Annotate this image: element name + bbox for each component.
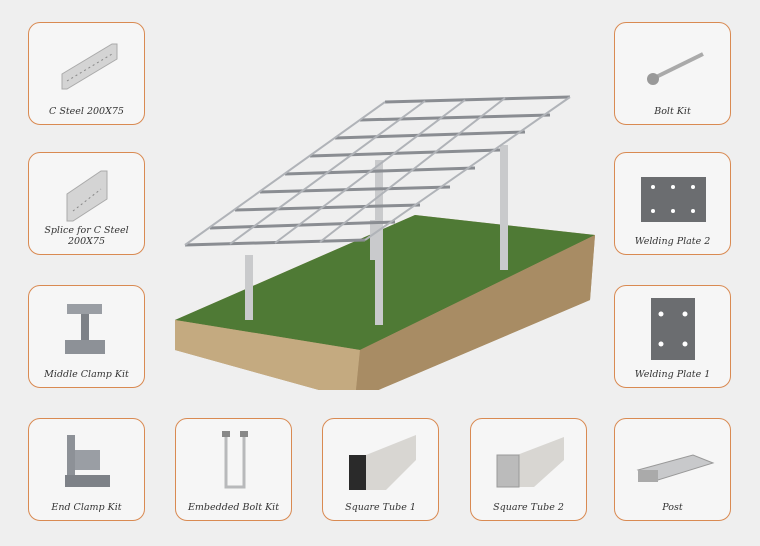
embedded-bolt-icon	[222, 431, 248, 489]
label: Middle Clamp Kit	[44, 369, 129, 380]
panel-purlins	[184, 96, 571, 246]
label: Welding Plate 2	[634, 236, 711, 247]
label: Post	[662, 502, 683, 513]
card-middle-clamp[interactable]: Middle Clamp Kit	[28, 285, 145, 388]
square-tube-2-icon	[496, 437, 564, 488]
label: Welding Plate 1	[634, 369, 711, 380]
ground-base	[175, 215, 595, 390]
label: Splice for C Steel 200X75	[44, 225, 129, 247]
card-end-clamp[interactable]: End Clamp Kit	[28, 418, 145, 521]
card-welding-plate-2[interactable]: Welding Plate 2	[614, 152, 731, 255]
card-square-tube-2[interactable]: Square Tube 2	[470, 418, 587, 521]
label: Embedded Bolt Kit	[187, 502, 280, 513]
label: Bolt Kit	[654, 106, 691, 117]
welding-plate-2-icon	[641, 177, 706, 222]
label: Square Tube 1	[345, 502, 416, 513]
card-c-steel[interactable]: C Steel 200X75	[28, 22, 145, 125]
splice-icon	[66, 170, 108, 222]
bolt-kit-icon	[647, 52, 704, 85]
card-square-tube-1[interactable]: Square Tube 1	[322, 418, 439, 521]
solar-mount-structure-illustration	[175, 95, 595, 390]
panel-rails	[184, 95, 571, 247]
square-tube-1-icon	[349, 435, 416, 490]
middle-clamp-icon	[65, 304, 105, 354]
end-clamp-icon	[65, 435, 110, 487]
c-steel-icon	[61, 43, 118, 90]
label: Square Tube 2	[493, 502, 564, 513]
label: End Clamp Kit	[51, 502, 122, 513]
label: C Steel 200X75	[49, 106, 124, 117]
card-embedded-bolt[interactable]: Embedded Bolt Kit	[175, 418, 292, 521]
card-welding-plate-1[interactable]: Welding Plate 1	[614, 285, 731, 388]
welding-plate-1-icon	[651, 298, 695, 360]
post-icon	[636, 454, 715, 482]
posts	[245, 145, 508, 325]
card-splice[interactable]: Splice for C Steel 200X75	[28, 152, 145, 255]
card-bolt-kit[interactable]: Bolt Kit	[614, 22, 731, 125]
card-post[interactable]: Post	[614, 418, 731, 521]
